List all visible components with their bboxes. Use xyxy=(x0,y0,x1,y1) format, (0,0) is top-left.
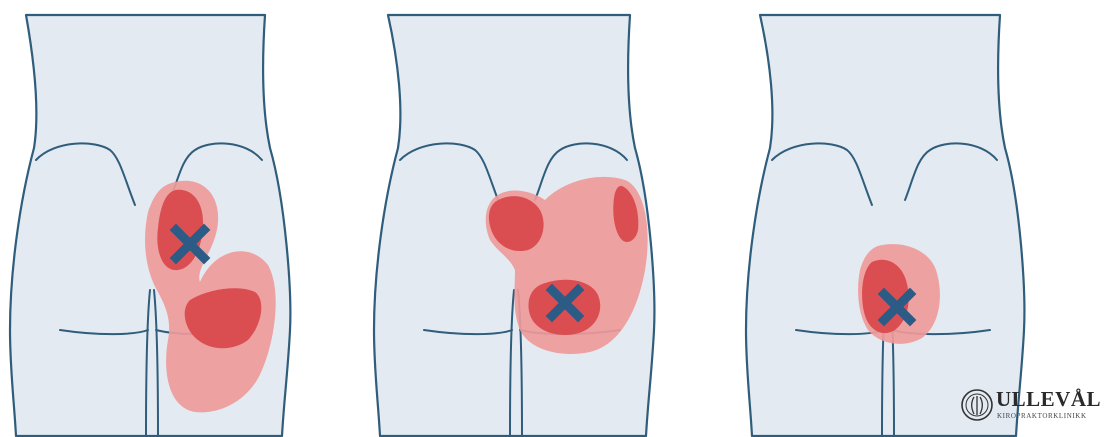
figure-2 xyxy=(374,15,654,436)
torso-outline xyxy=(746,15,1024,436)
figure-1 xyxy=(10,15,290,436)
clinic-name: ULLEVÅL xyxy=(996,387,1101,412)
clinic-emblem-icon xyxy=(960,388,994,422)
clinic-logo: ULLEVÅL KIROPRAKTORKLINIKK xyxy=(960,386,1110,430)
clinic-subtitle: KIROPRAKTORKLINIKK xyxy=(997,412,1087,420)
figure-3 xyxy=(746,15,1024,436)
